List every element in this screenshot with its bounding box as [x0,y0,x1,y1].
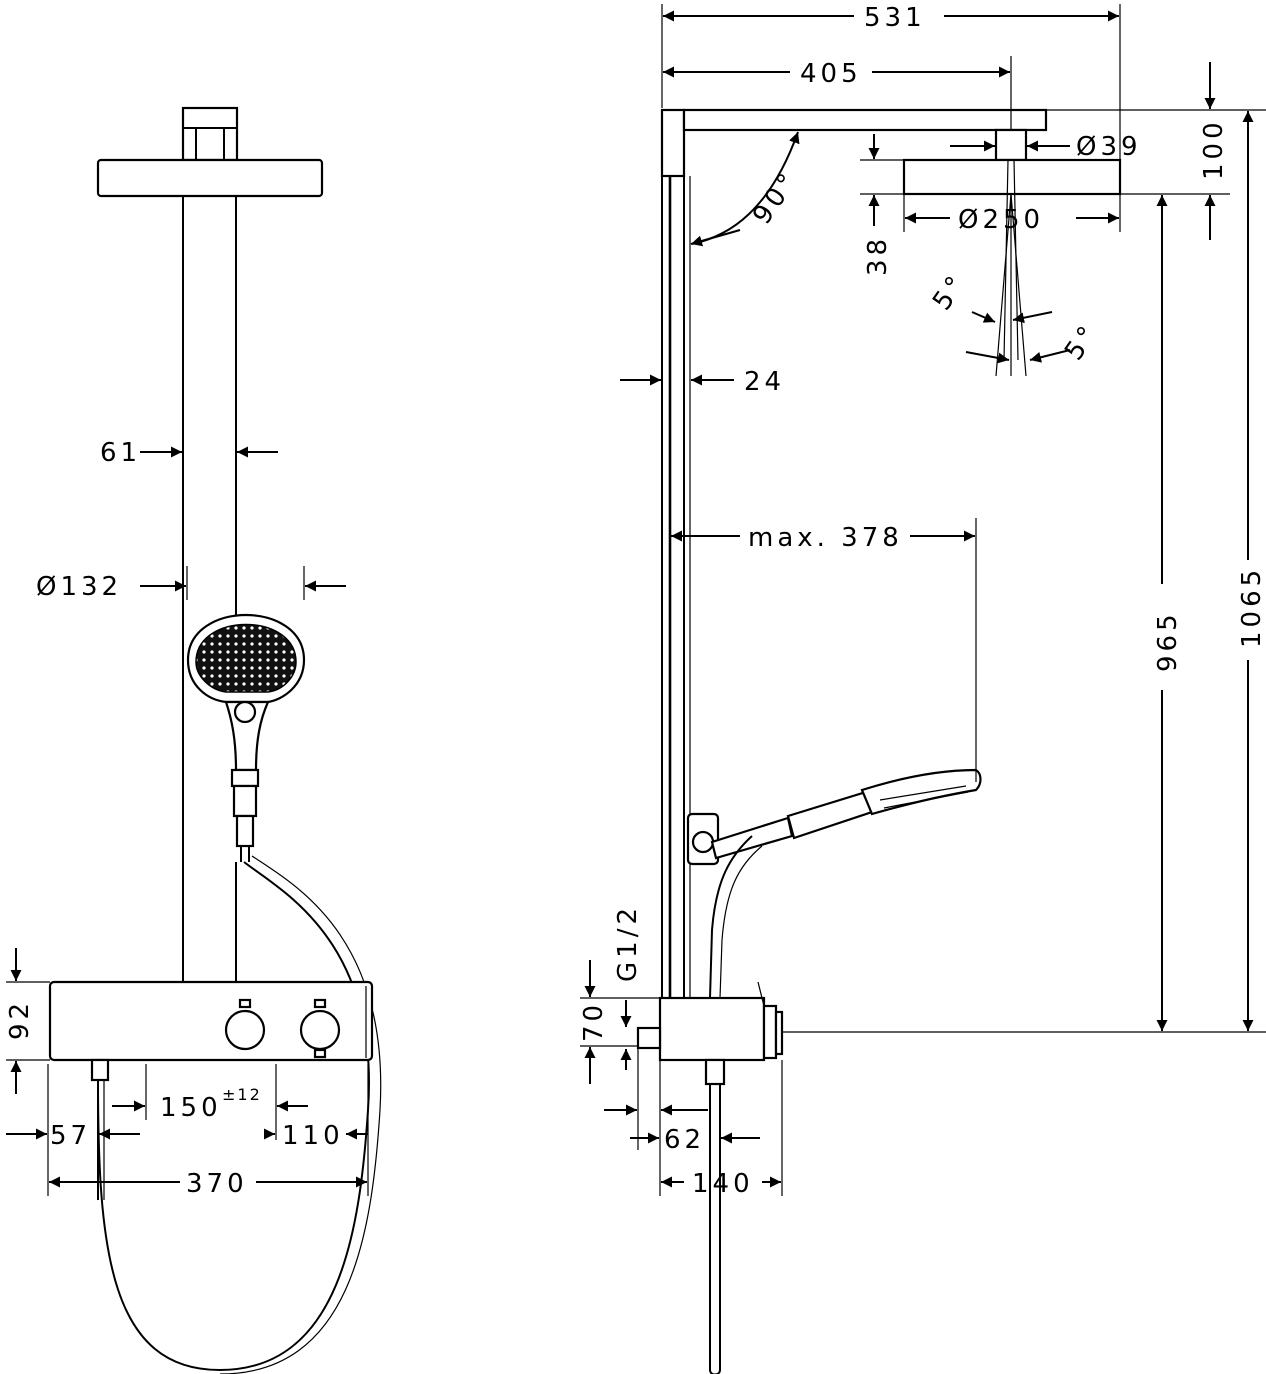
dim-projection-total: 531 [661,3,1121,160]
shower-rail-side [661,176,691,998]
dim-head-offset: 100 [1046,62,1266,240]
label-head-thickness: 38 [863,235,893,276]
dim-right-offset: 110 [264,1064,369,1196]
label-left-offset: 57 [50,1121,91,1151]
dim-wall-to-mixer: 62 [604,1048,760,1196]
dim-rail-depth: 24 [620,367,785,397]
dim-left-offset: 57 [6,1064,140,1196]
label-height-total: 1065 [1237,566,1266,648]
dim-head-diameter: Ø250 [903,194,1121,235]
label-wall-to-mixer: 62 [664,1125,705,1155]
label-thread: G1/2 [613,904,643,982]
side-view: 531 405 Ø39 100 Ø250 [579,3,1266,1374]
ceiling-connector [181,106,239,162]
dim-arm-angle: 90° [690,131,805,247]
hand-shower-side [686,768,982,999]
dim-connector-diameter: Ø39 [950,132,1142,162]
dim-pipe-width: 61 [100,438,278,468]
label-mixer-height: 70 [579,1001,609,1042]
label-arm-angle: 90° [747,165,805,230]
overhead-shower-front [96,158,324,198]
label-tilt-right: 5° [1059,318,1105,366]
label-holder-reach: max. 378 [748,523,903,553]
label-pipe-width: 61 [100,438,141,468]
dim-hand-shower-diameter: Ø132 [36,566,346,602]
dim-holder-reach: max. 378 [671,518,977,782]
spray-cone [995,159,1027,377]
label-head-offset: 100 [1199,118,1229,180]
front-view: 61 Ø132 92 150 ±12 [5,106,382,1374]
label-hand-shower-diameter: Ø132 [36,572,122,602]
label-projection-head: 405 [800,59,862,89]
shower-hose-front [97,855,382,1374]
dim-thermostat-height: 92 [5,948,50,1094]
dim-height-total: 1065 [1237,111,1266,1031]
label-right-offset: 110 [282,1121,344,1151]
label-height-head: 965 [1153,610,1183,672]
dim-inlet-distance: 150 ±12 [112,1064,308,1140]
shower-arm-side [660,108,1122,196]
dim-total-width: 370 [49,1169,367,1199]
label-rail-depth: 24 [744,367,785,397]
label-connector-diameter: Ø39 [1076,132,1142,162]
label-projection-total: 531 [864,3,926,33]
label-thermostat-height: 92 [5,999,35,1040]
label-inlet-tolerance: ±12 [222,1085,262,1104]
dim-mixer-height: 70 [579,960,660,1084]
hand-shower-front [186,613,306,862]
label-head-diameter: Ø250 [958,205,1044,235]
dim-projection-head: 405 [663,56,1012,130]
dim-height-head: 965 [782,195,1266,1033]
dim-mixer-depth: 140 [661,1060,783,1199]
label-inlet-distance: 150 [160,1093,222,1123]
label-tilt-left: 5° [927,268,973,316]
label-total-width: 370 [186,1169,248,1199]
mixer-side [636,981,784,1374]
shower-pipe-front [182,196,237,982]
dim-head-thickness: 38 [860,134,904,276]
thermostat-front [48,980,374,1200]
label-mixer-depth: 140 [692,1169,754,1199]
